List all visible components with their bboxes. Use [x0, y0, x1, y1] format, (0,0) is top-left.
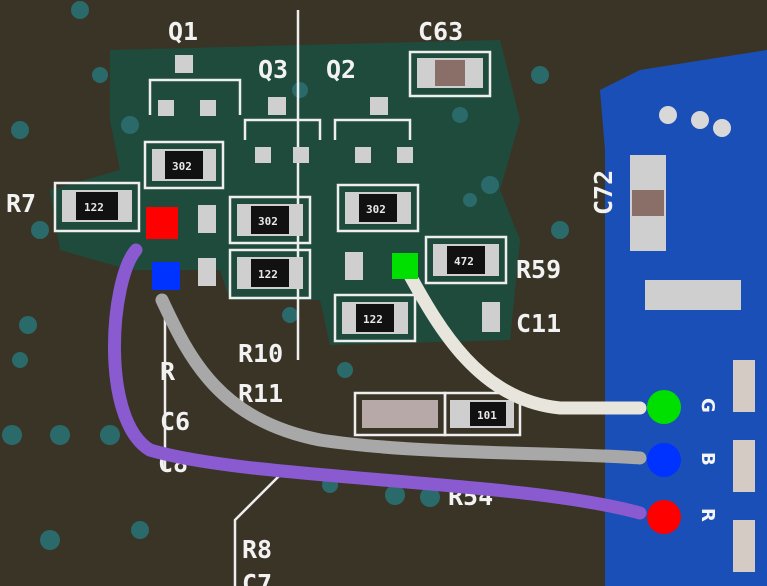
wire-gray-blue	[155, 293, 647, 465]
resistor-right: 302	[345, 192, 411, 224]
resistor-c11: 122	[342, 302, 408, 334]
resistor-mid: 302	[237, 204, 303, 236]
green-pad-marker	[392, 253, 418, 279]
svg-text:122: 122	[84, 201, 104, 214]
capacitor-c72	[630, 155, 666, 251]
svg-text:302: 302	[258, 215, 278, 228]
capacitor-c63	[417, 58, 483, 88]
label-b: B	[697, 452, 718, 466]
label-c72: C72	[589, 170, 618, 215]
svg-text:101: 101	[477, 409, 497, 422]
label-r10: R10	[238, 339, 283, 368]
capacitor	[362, 400, 438, 428]
blue-pad-marker	[152, 262, 180, 290]
svg-text:472: 472	[454, 255, 474, 268]
wire-purple-red	[108, 243, 647, 520]
red-pad-marker	[146, 207, 178, 239]
label-g: G	[697, 398, 718, 413]
green-connection-dot	[647, 390, 681, 424]
label-r11: R11	[238, 379, 283, 408]
daughterboard-components	[733, 360, 755, 572]
svg-text:302: 302	[172, 160, 192, 173]
label-q1: Q1	[168, 17, 198, 46]
resistor-r59: 472	[433, 244, 499, 276]
label-q2: Q2	[326, 55, 356, 84]
daughterboard-pads	[659, 106, 731, 137]
vias	[2, 1, 569, 550]
label-c7: C7	[242, 569, 272, 586]
resistor-r10: 122	[237, 257, 303, 289]
label-r: R	[160, 357, 176, 386]
blue-connection-dot	[647, 443, 681, 477]
label-r8: R8	[242, 535, 272, 564]
transistor-pads	[158, 55, 500, 332]
label-r7: R7	[6, 189, 36, 218]
svg-text:122: 122	[363, 313, 383, 326]
silk-outlines	[53, 10, 522, 586]
svg-text:302: 302	[366, 203, 386, 216]
resistor-r7: 122	[62, 190, 132, 222]
capacitor-blue-board	[645, 280, 741, 310]
svg-text:122: 122	[258, 268, 278, 281]
resistor-r54: 101	[450, 400, 514, 428]
label-r59: R59	[516, 255, 561, 284]
label-q3: Q3	[258, 55, 288, 84]
label-c11: C11	[516, 309, 561, 338]
red-connection-dot	[647, 500, 681, 534]
label-r-blue: R	[697, 508, 718, 522]
wire-white-green	[401, 265, 647, 415]
label-c63: C63	[418, 17, 463, 46]
resistor-q1: 302	[152, 149, 216, 181]
